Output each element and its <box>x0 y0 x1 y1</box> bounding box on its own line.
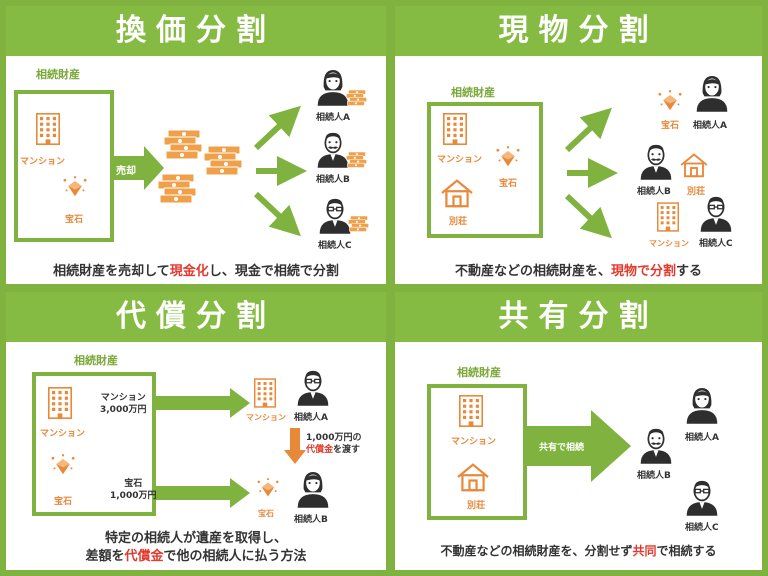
house-icon <box>439 178 475 208</box>
caption: 不動産などの相続財産を、分割せず共同で相続する <box>440 544 717 558</box>
heir-a-label: 相続人A <box>316 113 350 123</box>
compensation-arrow <box>284 428 306 464</box>
building-icon <box>657 202 679 232</box>
panel-title: 換価分割 <box>6 6 386 56</box>
cash-icon <box>158 174 198 204</box>
heir-c-label: 相続人C <box>699 239 733 249</box>
villa-label: 別荘 <box>467 501 486 511</box>
cash-icon <box>346 152 368 168</box>
building-icon <box>443 112 467 146</box>
panel-kanka: 換価分割 相続財産 マンション 宝石 売却 相続人A 相続人B 相続人C 相続財… <box>6 6 386 284</box>
jewel-label: 宝石 <box>258 509 274 518</box>
transfer-arrow-jewel <box>156 478 250 508</box>
mansion-label: マンション <box>437 155 483 165</box>
share-arrow-label: 共有で相続 <box>539 443 585 453</box>
building-icon <box>48 386 72 420</box>
heir-b-label: 相続人B <box>316 175 350 185</box>
estate-label: 相続財産 <box>74 354 118 367</box>
mansion-label: マンション <box>20 157 66 167</box>
cash-icon <box>348 216 370 232</box>
villa-label: 別荘 <box>449 217 468 227</box>
estate-box <box>32 372 156 516</box>
distribution-arrows <box>253 105 307 237</box>
heir-c-icon <box>699 194 733 232</box>
jewel-icon <box>50 454 76 476</box>
compensation-note: 1,000万円の 代償金を渡す <box>306 433 362 455</box>
caption: 特定の相続人が遺産を取得し、 差額を代償金で他の相続人に払う方法 <box>85 531 307 564</box>
jewel-label: 宝石 <box>499 179 518 189</box>
jewel-icon <box>495 146 521 168</box>
mansion-label: マンション <box>649 239 689 248</box>
sell-arrow <box>110 146 164 190</box>
heir-b-icon <box>316 130 350 168</box>
heir-a-icon <box>296 368 330 406</box>
estate-label: 相続財産 <box>451 86 495 99</box>
heir-b-icon <box>639 142 673 180</box>
heir-c-icon <box>685 478 719 516</box>
heir-b-icon <box>296 470 330 508</box>
sell-label: 売却 <box>116 166 136 177</box>
building-icon <box>36 112 60 146</box>
house-icon <box>455 462 491 492</box>
jewel-label: 宝石 <box>65 215 84 225</box>
jewel-icon <box>256 478 280 498</box>
heir-a-icon <box>685 386 719 424</box>
panel-title: 代償分割 <box>6 292 386 342</box>
panel-genbutsu: 現物分割 相続財産 マンション 宝石 別荘 宝石 相続人A 相続人B 別荘 マン… <box>395 6 762 284</box>
panel-kyoyu: 共有分割 相続財産 マンション 別荘 共有で相続 相続人A 相続人B 相続人C … <box>395 292 762 570</box>
heir-b-label: 相続人B <box>637 471 671 481</box>
estate-box <box>427 102 543 238</box>
cash-icon <box>346 90 368 106</box>
mansion-label: マンション <box>40 429 86 439</box>
estate-box <box>427 384 527 520</box>
heir-a-label: 相続人A <box>685 433 719 443</box>
cash-icon <box>204 146 244 176</box>
jewel-label: 宝石 <box>661 121 680 131</box>
share-arrow <box>527 410 631 482</box>
jewel-label: 宝石 <box>54 497 73 507</box>
estate-label: 相続財産 <box>36 68 80 81</box>
heir-a-label: 相続人A <box>693 121 727 131</box>
heir-b-label: 相続人B <box>637 187 671 197</box>
mansion-label: マンション <box>451 437 497 447</box>
heir-c-label: 相続人C <box>318 241 352 251</box>
heir-b-icon <box>639 426 673 464</box>
jewel-icon <box>62 176 88 198</box>
jewel-icon <box>657 90 683 112</box>
transfer-arrow-mansion <box>156 388 250 418</box>
estate-label: 相続財産 <box>457 366 501 379</box>
caption: 相続財産を売却して現金化し、現金で相続で分割 <box>53 264 339 279</box>
heir-a-icon <box>695 74 729 112</box>
heir-a-icon <box>316 68 350 106</box>
heir-b-label: 相続人B <box>294 515 328 525</box>
distribution-arrows <box>564 107 618 239</box>
house-icon <box>679 152 709 178</box>
heir-c-icon <box>318 196 352 234</box>
caption: 不動産などの相続財産を、現物で分割する <box>454 264 703 279</box>
cash-icon <box>164 130 204 160</box>
heir-c-label: 相続人C <box>685 523 719 533</box>
mansion-label: マンション <box>246 413 286 422</box>
panel-title: 共有分割 <box>395 292 762 342</box>
panel-title: 現物分割 <box>395 6 762 56</box>
building-icon <box>459 394 483 428</box>
building-icon <box>254 378 276 408</box>
heir-a-label: 相続人A <box>294 413 328 423</box>
villa-label: 別荘 <box>687 187 706 197</box>
